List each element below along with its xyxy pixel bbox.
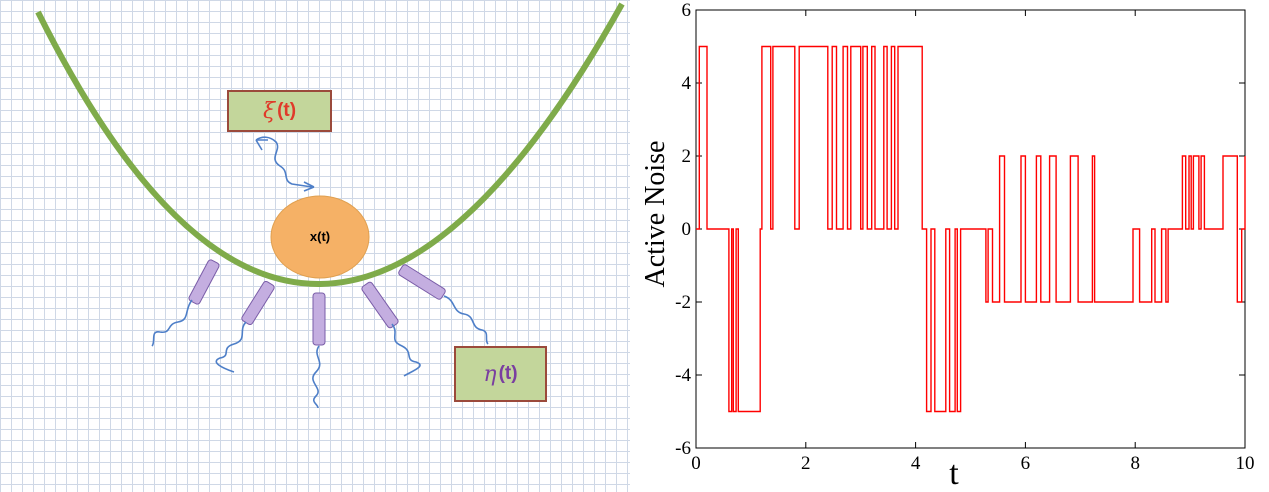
thermal-noise-label-box: η (t) <box>454 346 547 402</box>
x-tick-label: 8 <box>1130 453 1140 474</box>
y-tick-label: -6 <box>675 438 691 459</box>
y-tick-label: 0 <box>682 219 692 240</box>
particle <box>270 195 370 279</box>
active-noise-symbol: ξ <box>262 98 276 124</box>
x-tick-label: 4 <box>911 453 921 474</box>
y-tick-label: -4 <box>675 365 691 386</box>
harmonic-potential-curve <box>35 2 625 287</box>
x-tick-label: 0 <box>691 453 701 474</box>
x-tick-label: 10 <box>1236 453 1255 474</box>
arrowhead-icon <box>303 181 315 192</box>
y-tick-label: 2 <box>682 146 692 167</box>
bath-molecule <box>361 281 421 377</box>
y-tick-label: 4 <box>682 73 692 94</box>
langevin-schematic: x(t) ξ (t) η (t) <box>0 0 630 492</box>
y-tick-label: -2 <box>675 292 691 313</box>
bath-molecule <box>398 264 489 345</box>
bath-molecules <box>151 259 489 409</box>
bath-molecule <box>151 259 220 347</box>
chart-plot-area: -6 -4 -2 0 2 4 6 0 2 4 6 8 10 Active Noise t <box>640 0 1255 492</box>
thermal-noise-symbol: η <box>483 361 497 387</box>
active-noise-series-line <box>696 45 1246 413</box>
active-noise-coupling-line <box>255 136 313 188</box>
x-tick-label: 6 <box>1021 453 1031 474</box>
arrowhead-icon <box>255 139 268 151</box>
schematic-drawing <box>35 2 625 409</box>
active-noise-argument: (t) <box>277 100 297 121</box>
y-tick-label: 6 <box>682 0 692 21</box>
bath-molecule <box>312 292 326 409</box>
active-noise-chart: -6 -4 -2 0 2 4 6 0 2 4 6 8 10 Active Noise t <box>630 0 1269 492</box>
bath-molecule <box>215 280 275 373</box>
thermal-noise-argument: (t) <box>498 363 518 384</box>
x-axis-ticks: 0 2 4 6 8 10 <box>691 10 1255 474</box>
y-axis-label: Active Noise <box>640 141 671 288</box>
x-axis-label: t <box>949 455 959 492</box>
x-tick-label: 2 <box>801 453 811 474</box>
particle-label: x(t) <box>309 228 331 244</box>
active-noise-label-box: ξ (t) <box>227 90 332 132</box>
